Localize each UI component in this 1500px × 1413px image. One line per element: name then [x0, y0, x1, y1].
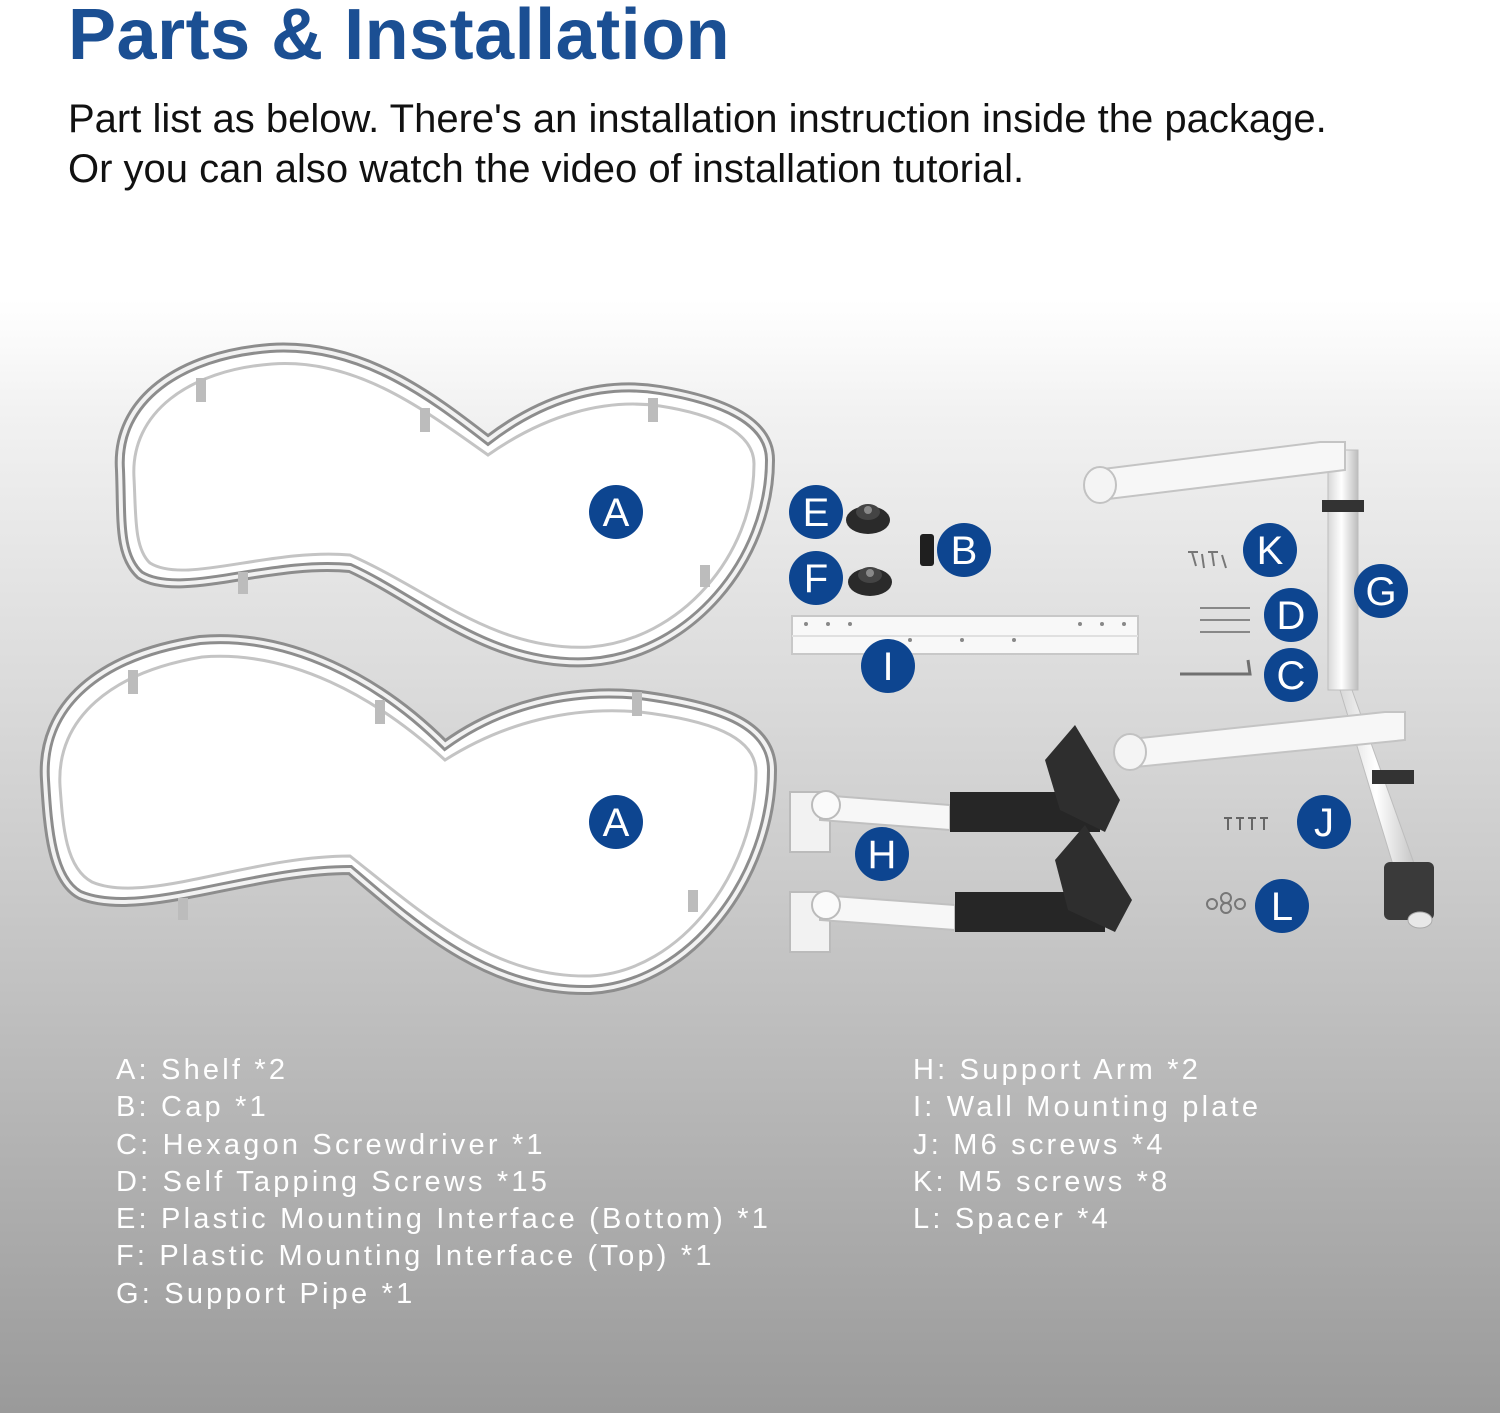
svg-text:A: A: [603, 801, 630, 845]
mounting-interface-top: [848, 567, 892, 596]
svg-text:K: K: [1257, 529, 1284, 573]
shelf-top: [114, 342, 776, 668]
badge-e: E: [789, 485, 843, 539]
hexagon-screwdriver: [1180, 659, 1252, 676]
wall-mounting-plate: [791, 615, 1139, 655]
part-item: A: Shelf *2: [116, 1054, 289, 1086]
badge-h: H: [855, 827, 909, 881]
badge-b: B: [937, 523, 991, 577]
svg-text:B: B: [951, 529, 978, 573]
part-item: C: Hexagon Screwdriver *1: [116, 1128, 546, 1161]
parts-list-left: A: Shelf *2 B: Cap *1 C: Hexagon Screwdr…: [116, 1052, 771, 1313]
part-item: E: Plastic Mounting Interface (Bottom) *…: [116, 1203, 772, 1236]
svg-text:A: A: [603, 491, 630, 535]
svg-text:I: I: [882, 645, 893, 689]
svg-text:G: G: [1365, 570, 1396, 614]
svg-text:E: E: [803, 491, 830, 535]
support-arm-lower: [789, 825, 1132, 953]
svg-text:D: D: [1277, 594, 1306, 638]
parts-list-right: H: Support Arm *2 I: Wall Mounting plate…: [913, 1052, 1261, 1238]
badge-a-bottom: A: [589, 795, 643, 849]
badge-l: L: [1255, 879, 1309, 933]
shelf-bottom: [39, 634, 778, 996]
intro-line-1: Part list as below. There's an installat…: [68, 97, 1327, 141]
svg-text:L: L: [1271, 885, 1293, 929]
badge-c: C: [1264, 648, 1318, 702]
badge-f: F: [789, 551, 843, 605]
support-arm-upper: [789, 725, 1120, 853]
part-item: I: Wall Mounting plate: [913, 1091, 1262, 1124]
m6-screws: [1224, 817, 1268, 830]
mounting-interface-bottom: [846, 504, 890, 534]
part-item: J: M6 screws *4: [913, 1128, 1166, 1161]
cap-part: [920, 534, 934, 566]
m5-screws: [1188, 551, 1227, 569]
part-item: K: M5 screws *8: [913, 1165, 1171, 1198]
part-item: G: Support Pipe *1: [116, 1277, 416, 1310]
intro-line-2: Or you can also watch the video of insta…: [68, 147, 1025, 191]
badge-a-top: A: [589, 485, 643, 539]
intro-text: Part list as below. There's an installat…: [68, 94, 1468, 194]
svg-text:J: J: [1314, 801, 1334, 845]
svg-text:F: F: [804, 557, 828, 601]
badge-d: D: [1264, 588, 1318, 642]
svg-text:C: C: [1277, 654, 1306, 698]
badge-j: J: [1297, 795, 1351, 849]
part-item: F: Plastic Mounting Interface (Top) *1: [116, 1240, 715, 1273]
part-item: D: Self Tapping Screws *15: [116, 1165, 551, 1198]
badge-k: K: [1243, 523, 1297, 577]
badge-g: G: [1354, 564, 1408, 618]
page-title: Parts & Installation: [68, 0, 731, 75]
part-item: L: Spacer *4: [913, 1203, 1111, 1236]
spacers: [1206, 892, 1246, 914]
part-item: B: Cap *1: [116, 1091, 269, 1124]
self-tapping-screws: [1200, 607, 1250, 633]
support-pipe: [1083, 441, 1434, 929]
badge-i: I: [861, 639, 915, 693]
parts-diagram: A A E B F I K D C G H J: [0, 300, 1500, 1020]
part-item: H: Support Arm *2: [913, 1054, 1202, 1086]
svg-text:H: H: [868, 833, 897, 877]
